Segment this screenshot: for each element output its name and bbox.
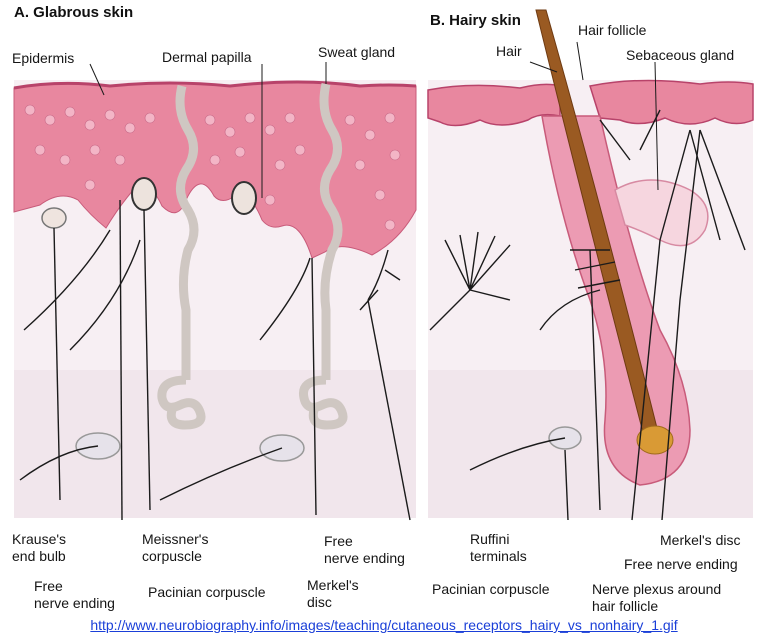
label-pacinian-a: Pacinian corpuscle — [148, 584, 266, 601]
label-sweat-gland: Sweat gland — [318, 44, 395, 61]
label-krause-end-bulb: Krause's end bulb — [12, 531, 66, 565]
label-pacinian-b: Pacinian corpuscle — [432, 581, 550, 598]
krause-end-bulb — [42, 208, 66, 228]
label-free-nerve-a2: Free nerve ending — [324, 533, 405, 567]
meissner-corpuscle-1 — [132, 178, 156, 210]
label-epidermis: Epidermis — [12, 50, 74, 67]
label-dermal-papilla: Dermal papilla — [162, 49, 251, 66]
source-url-link[interactable]: http://www.neurobiography.info/images/te… — [0, 617, 768, 633]
label-hair: Hair — [496, 43, 522, 60]
label-nerve-plexus: Nerve plexus around hair follicle — [592, 581, 721, 615]
label-hair-follicle: Hair follicle — [578, 22, 646, 39]
panel-b-lower-dermis — [428, 370, 753, 518]
label-sebaceous-gland: Sebaceous gland — [626, 47, 734, 64]
panel-b-title: B. Hairy skin — [430, 12, 521, 29]
meissner-corpuscle-2 — [232, 182, 256, 214]
label-ruffini: Ruffini terminals — [470, 531, 527, 565]
label-free-nerve-a1: Free nerve ending — [34, 578, 115, 612]
label-meissner-corpuscle: Meissner's corpuscle — [142, 531, 208, 565]
label-free-nerve-b: Free nerve ending — [624, 556, 738, 573]
label-merkel-a: Merkel's disc — [307, 577, 359, 611]
panel-a-title: A. Glabrous skin — [14, 4, 133, 21]
panel-a-lower-dermis — [14, 370, 416, 518]
panel-b-epidermis-right — [590, 80, 753, 124]
label-merkel-b: Merkel's disc — [660, 532, 740, 549]
